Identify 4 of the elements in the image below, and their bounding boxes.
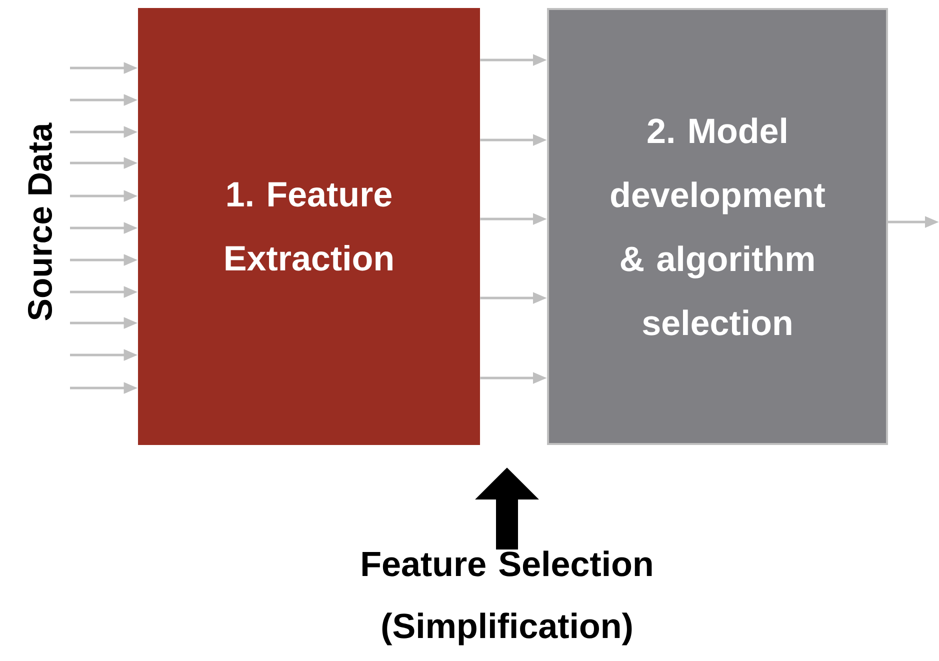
process-box: 2. Model development & algorithm selection [547, 8, 888, 445]
vertical-label: Source Data [28, 122, 52, 320]
process-box: 1. Feature Extraction [138, 8, 480, 445]
caption-text: Feature Selection (Simplification) [362, 550, 652, 646]
